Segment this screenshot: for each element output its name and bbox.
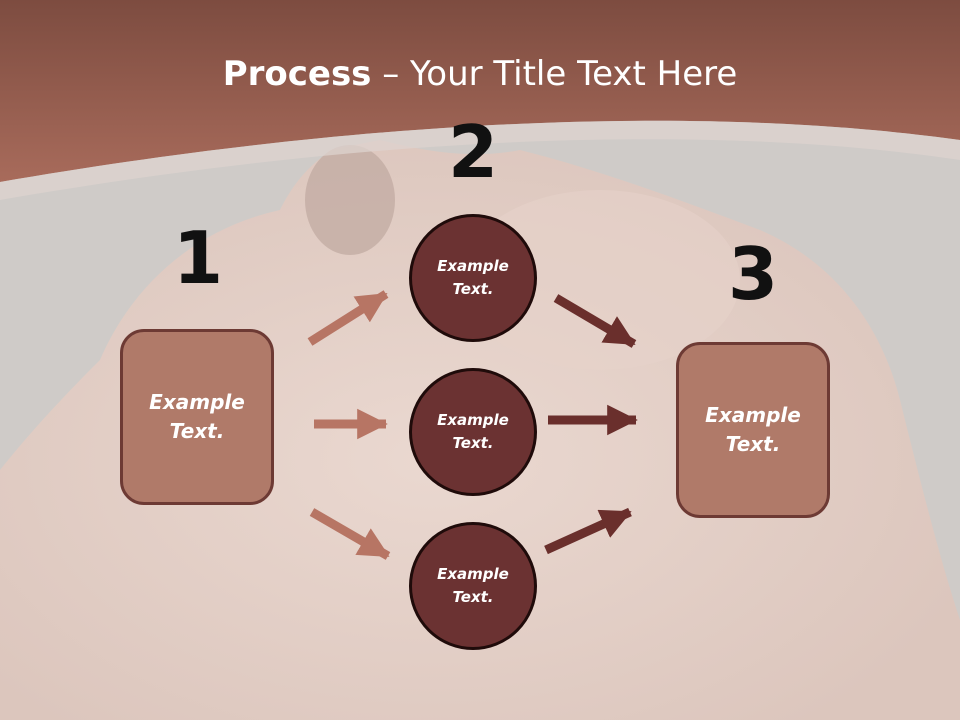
background-figure-shadow: [305, 145, 395, 255]
page-title: Process – Your Title Text Here: [0, 52, 960, 96]
arrow-bottom-to-right: [544, 507, 632, 555]
circle-middle-label: Example Text.: [437, 411, 509, 452]
left-box-label: Example Text.: [149, 390, 245, 443]
step-number-3: 3: [727, 232, 779, 316]
left-box: Example Text.: [120, 329, 274, 505]
step-number-2: 2: [447, 110, 499, 194]
arrow-top-to-right: [553, 294, 637, 348]
arrow-left-to-bottom: [309, 508, 391, 560]
circle-top: Example Text.: [409, 214, 537, 342]
right-box-label: Example Text.: [705, 403, 801, 456]
circle-bottom: Example Text.: [409, 522, 537, 650]
header-swoosh: [0, 120, 960, 200]
circle-top-label: Example Text.: [437, 257, 509, 298]
title-bold: Process: [222, 54, 372, 94]
circle-middle: Example Text.: [409, 368, 537, 496]
right-box: Example Text.: [676, 342, 830, 518]
step-number-1: 1: [172, 216, 224, 300]
header-band: [0, 0, 960, 182]
circle-bottom-label: Example Text.: [437, 565, 509, 606]
title-rest: – Your Title Text Here: [371, 54, 738, 94]
arrow-left-to-top: [307, 290, 389, 346]
